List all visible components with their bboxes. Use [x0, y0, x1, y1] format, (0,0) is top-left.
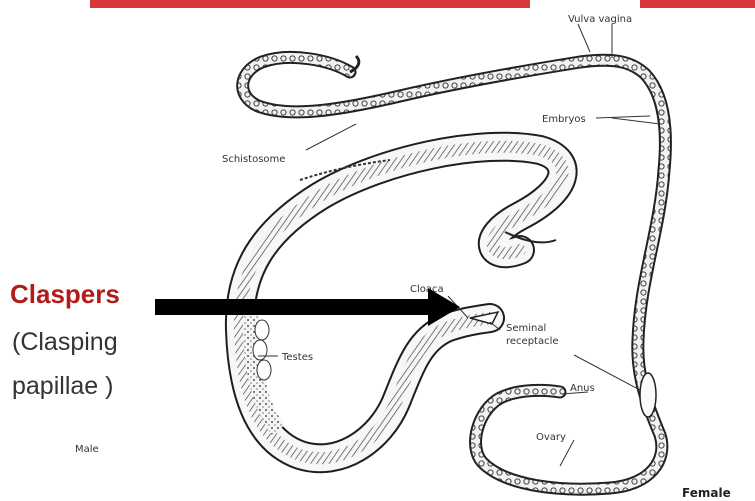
callout-claspers: Claspers — [10, 279, 120, 309]
label-receptacle: receptacle — [506, 336, 559, 347]
label-cloaca: Cloaca — [410, 284, 444, 295]
label-seminal: Seminal — [506, 323, 546, 334]
leader-lines — [258, 24, 660, 466]
label-vulva-vagina: Vulva vagina — [568, 14, 632, 25]
label-testes: Testes — [281, 352, 313, 363]
callout-desc-line1: (Clasping — [12, 328, 118, 356]
female-worm — [243, 56, 666, 489]
callout-desc-line2: papillae ) — [12, 372, 113, 400]
label-female: Female — [682, 486, 731, 500]
label-male: Male — [75, 444, 99, 455]
label-ovary: Ovary — [536, 432, 566, 443]
label-embryos: Embryos — [542, 114, 586, 125]
label-schistosome: Schistosome — [222, 154, 285, 165]
label-anus: Anus — [570, 383, 595, 394]
title-fragment — [90, 0, 755, 8]
